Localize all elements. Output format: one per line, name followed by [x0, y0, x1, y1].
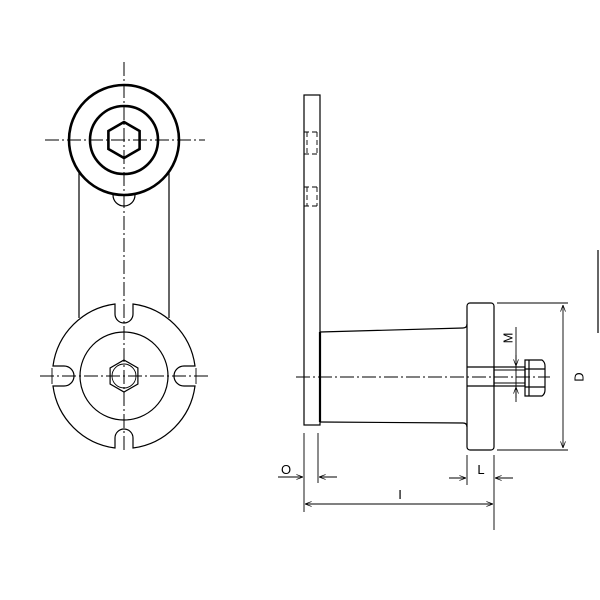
plate-holes-hidden — [304, 131, 320, 207]
side-view: D M O L I — [278, 94, 586, 530]
dimension-o-label: O — [281, 462, 291, 477]
dimension-l-label: L — [477, 462, 484, 477]
end-view — [40, 62, 208, 452]
tapered-body — [319, 323, 468, 428]
dimension-d-label: D — [571, 372, 586, 381]
mounting-plate — [303, 94, 321, 426]
dimension-m-label: M — [500, 333, 515, 344]
slotted-disc — [52, 303, 196, 449]
bolt-head-icon — [524, 359, 546, 397]
dimension-i-label: I — [398, 487, 402, 502]
